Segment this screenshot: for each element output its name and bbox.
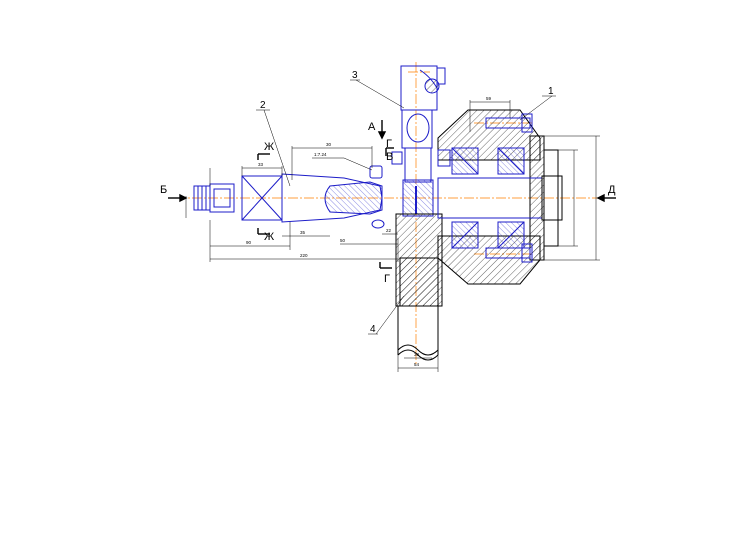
view-label-zh-bottom: Ж — [264, 231, 274, 243]
dimension-33: 33 — [258, 162, 264, 167]
view-label-zh-top: Ж — [264, 141, 274, 153]
lever-part — [400, 65, 446, 217]
leader-part-1 — [519, 95, 553, 121]
bolt-bottom — [485, 247, 531, 259]
view-label-d: Д — [608, 184, 616, 196]
dimension-50: 50 — [340, 238, 346, 243]
taper-ratio: 1:7.24 — [314, 152, 327, 157]
lower-column — [395, 213, 443, 361]
arbor-part — [193, 165, 385, 229]
bearing-bottom — [451, 221, 525, 249]
dimension-30: 30 — [326, 142, 332, 147]
dimension-59: 59 — [486, 96, 492, 101]
housing-part — [391, 109, 563, 285]
view-label-g-top: Г — [386, 138, 392, 150]
view-label-a: А — [368, 121, 376, 133]
view-label-v: В — [386, 151, 393, 163]
dimension-38: 38 — [414, 352, 420, 357]
dimension-54: 54 — [414, 362, 420, 367]
part-number-4: 4 — [370, 324, 376, 335]
leader-part-2 — [263, 109, 291, 187]
view-label-g-bottom: Г — [384, 273, 390, 285]
part-number-1: 1 — [548, 86, 554, 97]
set-screw — [437, 149, 451, 167]
dimension-35: 35 — [300, 230, 306, 235]
lever-slot — [406, 113, 430, 143]
dimension-lines — [185, 79, 600, 372]
part-number-3: 3 — [352, 70, 358, 81]
bolt-top — [485, 117, 531, 129]
lever-hub — [404, 147, 432, 183]
bearing-top — [451, 147, 525, 175]
part-number-2: 2 — [260, 100, 266, 111]
leader-part-4 — [375, 295, 405, 335]
dimension-90: 90 — [246, 240, 252, 245]
dimension-220: 220 — [300, 253, 308, 258]
arbor-nut — [209, 183, 235, 213]
dimension-22: 22 — [386, 228, 392, 233]
section-markers — [168, 120, 616, 269]
arbor-head — [324, 181, 383, 215]
leader-part-3 — [355, 79, 405, 109]
view-label-b: Б — [160, 184, 167, 196]
